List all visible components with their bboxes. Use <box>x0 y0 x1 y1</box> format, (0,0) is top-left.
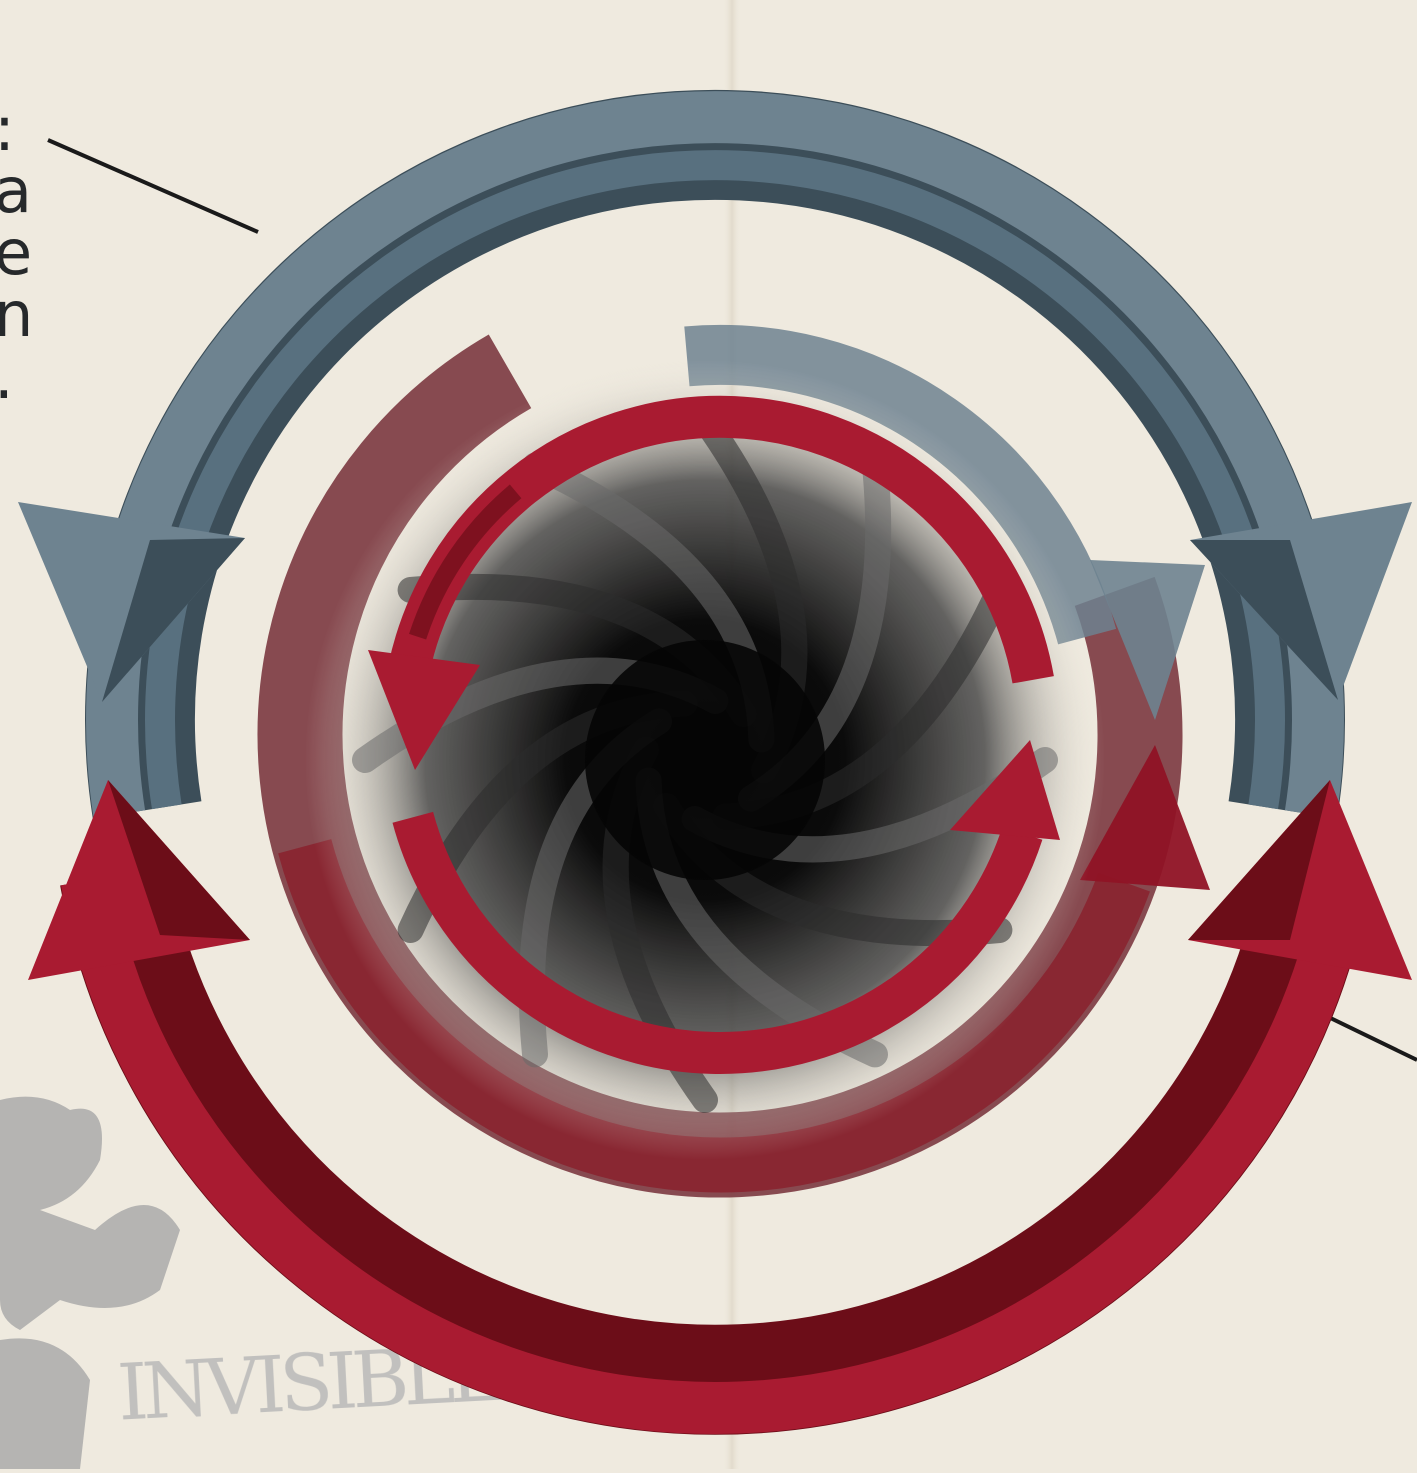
label-char: . <box>0 346 44 408</box>
vortex-core <box>585 640 825 880</box>
label-char: n <box>0 284 44 346</box>
label-char: e <box>0 222 44 284</box>
label-char: a <box>0 160 44 222</box>
leader-line-top <box>48 140 258 232</box>
label-char: : <box>0 98 44 160</box>
cropped-label-text: : a e n . <box>0 98 44 408</box>
